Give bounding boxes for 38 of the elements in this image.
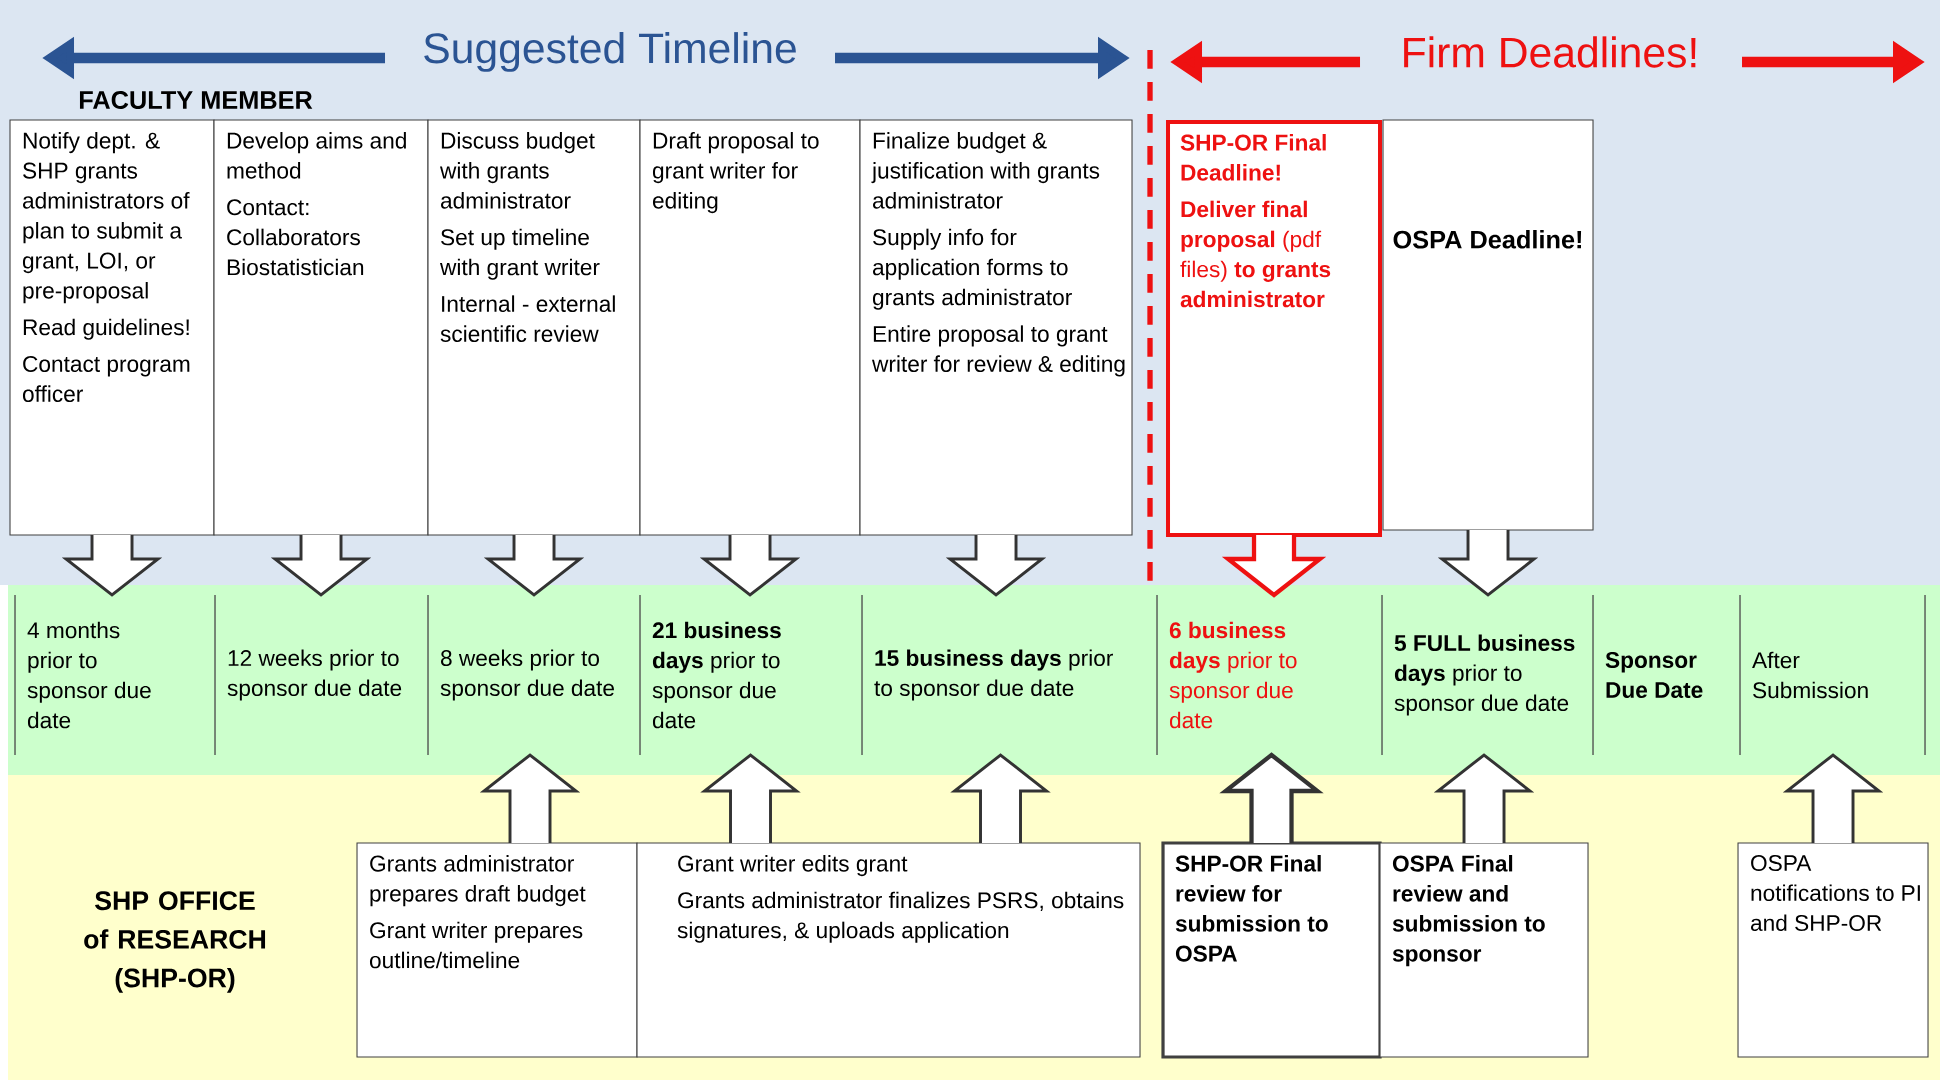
block-arrow <box>1782 753 1884 845</box>
process-box: Draft proposal to grant writer for editing <box>639 119 861 536</box>
process-box: Discuss budget with grants administrator Set up timeline with grant writer Internal - external scientific review <box>427 119 641 536</box>
section-label: SHP OFFICE of RESEARCH (SHP-OR) <box>84 891 266 993</box>
process-box: Develop aims and method Contact: Collaborators Biostatistician <box>213 119 429 536</box>
process-box: Finalize budget & justification with grants administrator Supply info for application forms to grants administrator Entire proposal to grant writer for review & editing <box>859 119 1133 536</box>
section-label: FACULTY MEMBER <box>79 91 313 109</box>
block-arrow <box>61 533 163 597</box>
process-box: Notify dept. & SHP grants administrators of plan to submit a grant, LOI, or pre-proposal Read guidelines! Contact program officer <box>9 119 215 536</box>
block-arrow <box>1221 532 1327 598</box>
block-arrow <box>270 533 372 597</box>
block-arrow <box>479 753 581 845</box>
block-arrow <box>950 753 1051 845</box>
block-arrow <box>945 533 1047 597</box>
heading: Suggested Timeline <box>424 32 796 72</box>
timeline-cell: 4 months prior to sponsor due date <box>27 621 151 729</box>
process-box: OSPA Final review and submission to sponsor <box>1379 842 1589 1058</box>
process-box: SHP-OR Final review for submission to OSPA <box>1161 841 1382 1059</box>
block-arrow <box>1433 753 1535 845</box>
block-arrow <box>483 533 585 597</box>
block-arrow <box>700 753 801 845</box>
block-arrow <box>1437 528 1539 597</box>
heading: Firm Deadlines! <box>1404 36 1696 68</box>
timeline-cell: 12 weeks prior to sponsor due date <box>227 649 402 701</box>
timeline-cell: 8 weeks prior to sponsor due date <box>440 649 614 701</box>
block-arrow <box>1219 752 1324 846</box>
deadline-box: OSPA Deadline! <box>1382 119 1594 531</box>
process-box: Grant writer edits grant Grants administrator finalizes PSRS, obtains signatures, & uploads application <box>636 842 1141 1058</box>
timeline-cell: Sponsor Due Date <box>1605 651 1703 699</box>
timeline-cell: 5 FULL business days prior to sponsor due date <box>1394 634 1575 716</box>
deadline-box: SHP-OR Final Deadline! Deliver final proposal (pdf files) to grants administrator <box>1166 120 1382 537</box>
timeline-cell: 21 business days prior to sponsor due date <box>652 621 781 729</box>
timeline-cell: After Submission <box>1752 651 1868 699</box>
timeline-cell: 6 business days prior to sponsor due date <box>1169 621 1297 729</box>
process-box: Grants administrator prepares draft budget Grant writer prepares outline/timeline <box>356 842 638 1058</box>
timeline-cell: 15 business days prior to sponsor due date <box>874 649 1113 701</box>
block-arrow <box>699 533 801 597</box>
process-box: OSPA notifications to PI and SHP-OR <box>1737 842 1929 1058</box>
